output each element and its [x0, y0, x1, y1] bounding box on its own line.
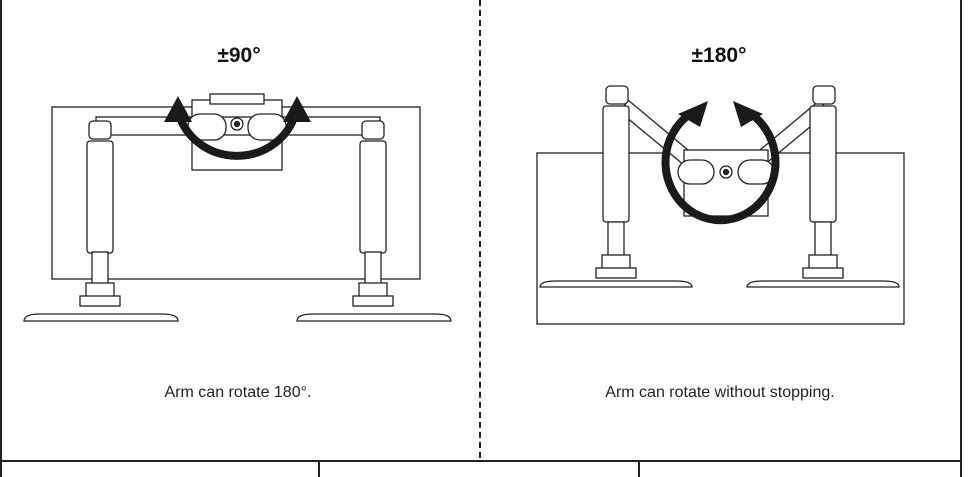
caption: Arm can rotate without stopping. [605, 384, 835, 401]
desk-left [23, 313, 179, 322]
pole-right [809, 105, 837, 223]
arrowhead-left [164, 96, 192, 122]
page-border-left [0, 0, 2, 477]
page-border-right [960, 0, 962, 477]
bottom-tick [638, 462, 640, 477]
bottom-tick [318, 462, 320, 477]
panel-divider [479, 0, 481, 458]
rotation-arrow-arc [661, 108, 780, 225]
desk-right [296, 313, 452, 322]
pole-left [602, 105, 630, 223]
arrowhead-right [733, 101, 763, 127]
arrowhead-right [283, 96, 311, 122]
angle-label: ±180° [691, 44, 747, 67]
page-border-bottom [0, 460, 962, 462]
desk-right [746, 280, 900, 288]
rotation-arrow-arc [174, 109, 300, 160]
dual-arm-90-illustration [23, 93, 452, 322]
dual-arm-180-illustration [536, 85, 905, 325]
desk-left [539, 280, 693, 288]
caption: Arm can rotate 180°. [164, 384, 312, 401]
angle-label: ±90° [217, 44, 261, 67]
arrowhead-left [678, 101, 708, 127]
